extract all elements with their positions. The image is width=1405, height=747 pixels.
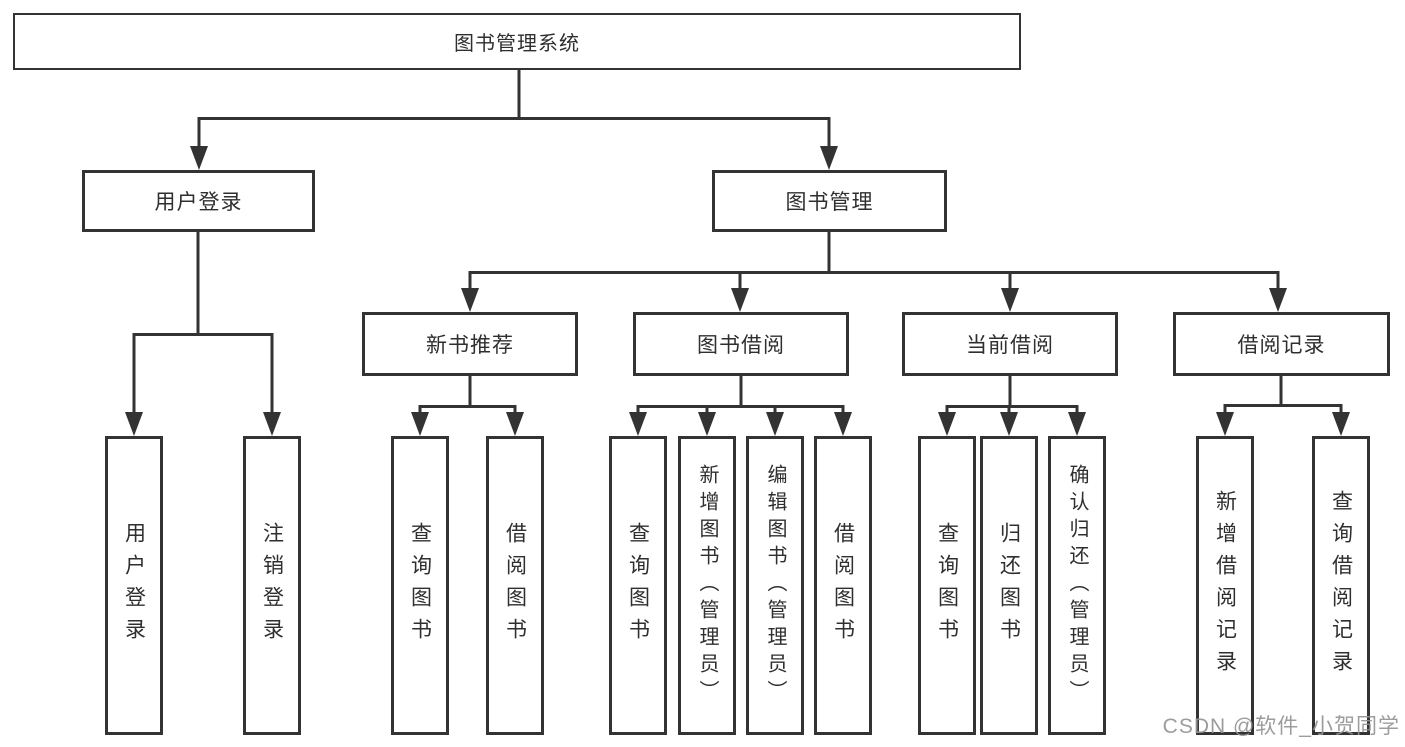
watermark-text: CSDN @软件_小贺同学 bbox=[1162, 715, 1400, 738]
leaf-add-borrow-record: 新增借阅记录 bbox=[1196, 436, 1254, 735]
leaf-query-books-3: 查询图书 bbox=[918, 436, 976, 735]
leaf-confirm-return-admin-label: 确认归还（管理员） bbox=[1066, 464, 1088, 707]
node-borrowing-records: 借阅记录 bbox=[1173, 312, 1390, 376]
leaf-return-books: 归还图书 bbox=[980, 436, 1038, 735]
connector-current-borrow bbox=[938, 376, 1086, 436]
leaf-borrow-books-1-label: 借阅图书 bbox=[503, 521, 527, 650]
node-new-book-recommend: 新书推荐 bbox=[362, 312, 578, 376]
connector-borrow-record bbox=[1216, 376, 1350, 436]
node-book-borrowing: 图书借阅 bbox=[633, 312, 849, 376]
node-user-login: 用户登录 bbox=[82, 170, 315, 232]
node-new-book-recommend-label: 新书推荐 bbox=[426, 334, 514, 357]
leaf-borrow-books-2: 借阅图书 bbox=[814, 436, 872, 735]
node-book-borrowing-label: 图书借阅 bbox=[697, 334, 785, 357]
leaf-add-books-admin-label: 新增图书（管理员） bbox=[696, 464, 718, 707]
leaf-add-borrow-record-label: 新增借阅记录 bbox=[1213, 489, 1237, 682]
leaf-borrow-books-1: 借阅图书 bbox=[486, 436, 544, 735]
connector-book-borrow bbox=[629, 376, 852, 436]
leaf-add-books-admin: 新增图书（管理员） bbox=[678, 436, 736, 735]
node-borrowing-records-label: 借阅记录 bbox=[1237, 334, 1326, 357]
leaf-query-borrow-record: 查询借阅记录 bbox=[1312, 436, 1370, 735]
connector-new-book bbox=[411, 376, 524, 436]
leaf-confirm-return-admin: 确认归还（管理员） bbox=[1048, 436, 1106, 735]
leaf-edit-books-admin: 编辑图书（管理员） bbox=[746, 436, 804, 735]
node-current-borrowing: 当前借阅 bbox=[902, 312, 1118, 376]
leaf-return-books-label: 归还图书 bbox=[997, 521, 1021, 650]
connector-root bbox=[190, 70, 838, 170]
leaf-logout-label: 注销登录 bbox=[260, 521, 284, 650]
leaf-user-login-label: 用户登录 bbox=[122, 521, 146, 650]
node-root-system: 图书管理系统 bbox=[13, 13, 1021, 70]
leaf-logout: 注销登录 bbox=[243, 436, 301, 735]
leaf-query-borrow-record-label: 查询借阅记录 bbox=[1329, 489, 1353, 682]
leaf-query-books-1: 查询图书 bbox=[391, 436, 449, 735]
leaf-query-books-2-label: 查询图书 bbox=[626, 521, 650, 650]
connector-user-login bbox=[125, 232, 281, 436]
leaf-edit-books-admin-label: 编辑图书（管理员） bbox=[764, 464, 786, 707]
node-book-management: 图书管理 bbox=[712, 170, 947, 232]
leaf-query-books-1-label: 查询图书 bbox=[408, 521, 432, 650]
leaf-query-books-3-label: 查询图书 bbox=[935, 521, 959, 650]
connector-book-mgmt bbox=[461, 232, 1287, 312]
node-current-borrowing-label: 当前借阅 bbox=[966, 334, 1054, 357]
leaf-borrow-books-2-label: 借阅图书 bbox=[831, 521, 855, 650]
node-root-label: 图书管理系统 bbox=[454, 33, 580, 55]
leaf-user-login: 用户登录 bbox=[105, 436, 163, 735]
node-user-login-label: 用户登录 bbox=[154, 191, 243, 214]
node-book-management-label: 图书管理 bbox=[785, 191, 874, 214]
leaf-query-books-2: 查询图书 bbox=[609, 436, 667, 735]
